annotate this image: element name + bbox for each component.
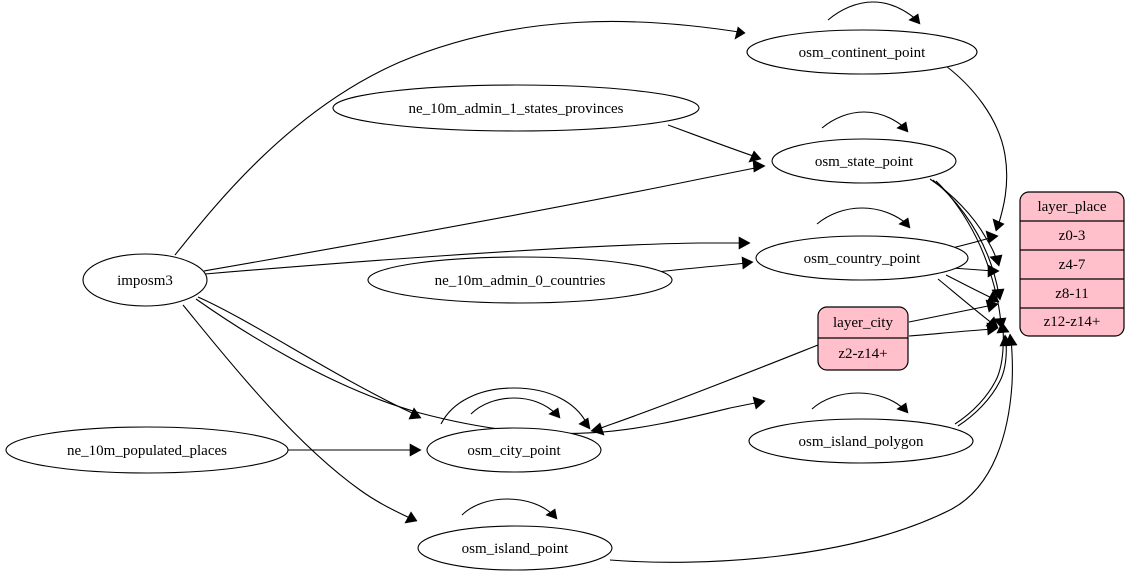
node-imposm3-shape[interactable] [82,253,208,307]
edge-osm-island-polygon-self-loop [811,392,909,414]
edge-osm-country-point-self-loop [816,207,911,229]
node-ne-admin1-shape[interactable] [332,84,700,132]
record-layer-place-row-2[interactable]: z8-11 [1055,286,1089,302]
node-osm-island-polygon[interactable]: osm_island_polygon [748,418,974,464]
edge-osm-island-polygon-to-layer-place-z12-z14 [957,334,1013,427]
node-ne-10m-admin-1-states-provinces[interactable]: ne_10m_admin_1_states_provinces [332,84,700,132]
edge-imposm3-to-osm-country-point [204,236,751,275]
record-layer-place-body[interactable] [1019,191,1125,337]
node-osm-country-point[interactable]: osm_country_point [755,235,969,281]
node-osm-island-polygon-shape[interactable] [748,418,974,464]
node-osm-island-point-shape[interactable] [417,525,613,571]
node-ne-admin0-label: ne_10m_admin_0_countries [435,273,606,289]
edge-layer-city-to-layer-place-z12-z14 [908,322,999,337]
node-osm-city-point-label: osm_city_point [467,443,561,459]
node-ne-10m-populated-places[interactable]: ne_10m_populated_places [5,426,289,474]
node-osm-state-point-shape[interactable] [771,138,957,184]
node-osm-island-point[interactable]: osm_island_point [417,525,613,571]
node-ne-admin1-label: ne_10m_admin_1_states_provinces [409,101,624,117]
edge-imposm3-to-osm-city-point [197,296,422,420]
record-layer-place-title: layer_place [1037,199,1106,215]
node-osm-city-point-shape[interactable] [426,427,602,473]
node-osm-country-point-shape[interactable] [755,235,969,281]
node-osm-continent-point[interactable]: osm_continent_point [746,29,978,75]
record-layer-city-row-0[interactable]: z2-z14+ [838,346,887,362]
node-osm-continent-point-shape[interactable] [746,29,978,75]
node-imposm3-label: imposm3 [117,273,173,289]
node-osm-city-point[interactable]: osm_city_point [426,427,602,473]
edge-osm-island-point-self-loop [461,498,558,520]
edge-osm-city-point-self-loop [470,397,561,419]
edge-osm-city-point-outer-loop [440,387,591,430]
edge-layer-city-to-layer-place-z8-11 [908,299,999,323]
edge-imposm3-to-osm-continent-point [174,20,746,256]
node-ne-populated-label: ne_10m_populated_places [67,443,227,459]
edge-ne-admin1-to-osm-state-point [667,124,762,163]
node-imposm3[interactable]: imposm3 [82,253,208,307]
node-ne-admin0-shape[interactable] [367,256,673,304]
edge-layer-city-to-osm-city-point [590,344,819,436]
node-ne-10m-admin-0-countries[interactable]: ne_10m_admin_0_countries [367,256,673,304]
edge-osm-island-point-to-layer-place-z12-z14 [609,333,1018,563]
edge-osm-island-polygon-to-layer-place-z8-11 [954,321,1010,425]
edge-imposm3-to-osm-state-point [203,159,766,272]
record-layer-place-row-0[interactable]: z0-3 [1059,228,1086,244]
record-layer-city[interactable]: layer_city z2-z14+ [817,306,909,371]
node-osm-continent-point-label: osm_continent_point [799,45,926,61]
record-layer-place[interactable]: layer_place z0-3 z4-7 z8-11 z12-z14+ [1019,191,1125,337]
record-layer-place-row-3[interactable]: z12-z14+ [1044,314,1101,330]
node-osm-island-point-label: osm_island_point [462,541,570,557]
edge-osm-state-point-self-loop [821,111,909,133]
edge-imposm3-to-osm-island-polygon [195,298,766,435]
node-osm-country-point-label: osm_country_point [804,251,921,267]
edge-osm-country-point-to-layer-place-z8-11 [945,274,1000,303]
edge-ne-admin0-to-osm-country-point [656,256,754,273]
node-ne-populated-shape[interactable] [5,426,289,474]
node-osm-island-polygon-label: osm_island_polygon [798,434,924,450]
edge-imposm3-to-osm-island-point [182,304,418,524]
edge-osm-continent-point-self-loop [827,1,921,25]
record-layer-place-row-1[interactable]: z4-7 [1059,257,1086,273]
node-osm-state-point[interactable]: osm_state_point [771,138,957,184]
edge-osm-continent-point-to-layer-place-z0-3 [945,65,1008,232]
node-osm-state-point-label: osm_state_point [815,154,914,170]
record-layer-city-title: layer_city [833,315,893,331]
edge-ne-populated-to-osm-city-point [287,443,422,457]
